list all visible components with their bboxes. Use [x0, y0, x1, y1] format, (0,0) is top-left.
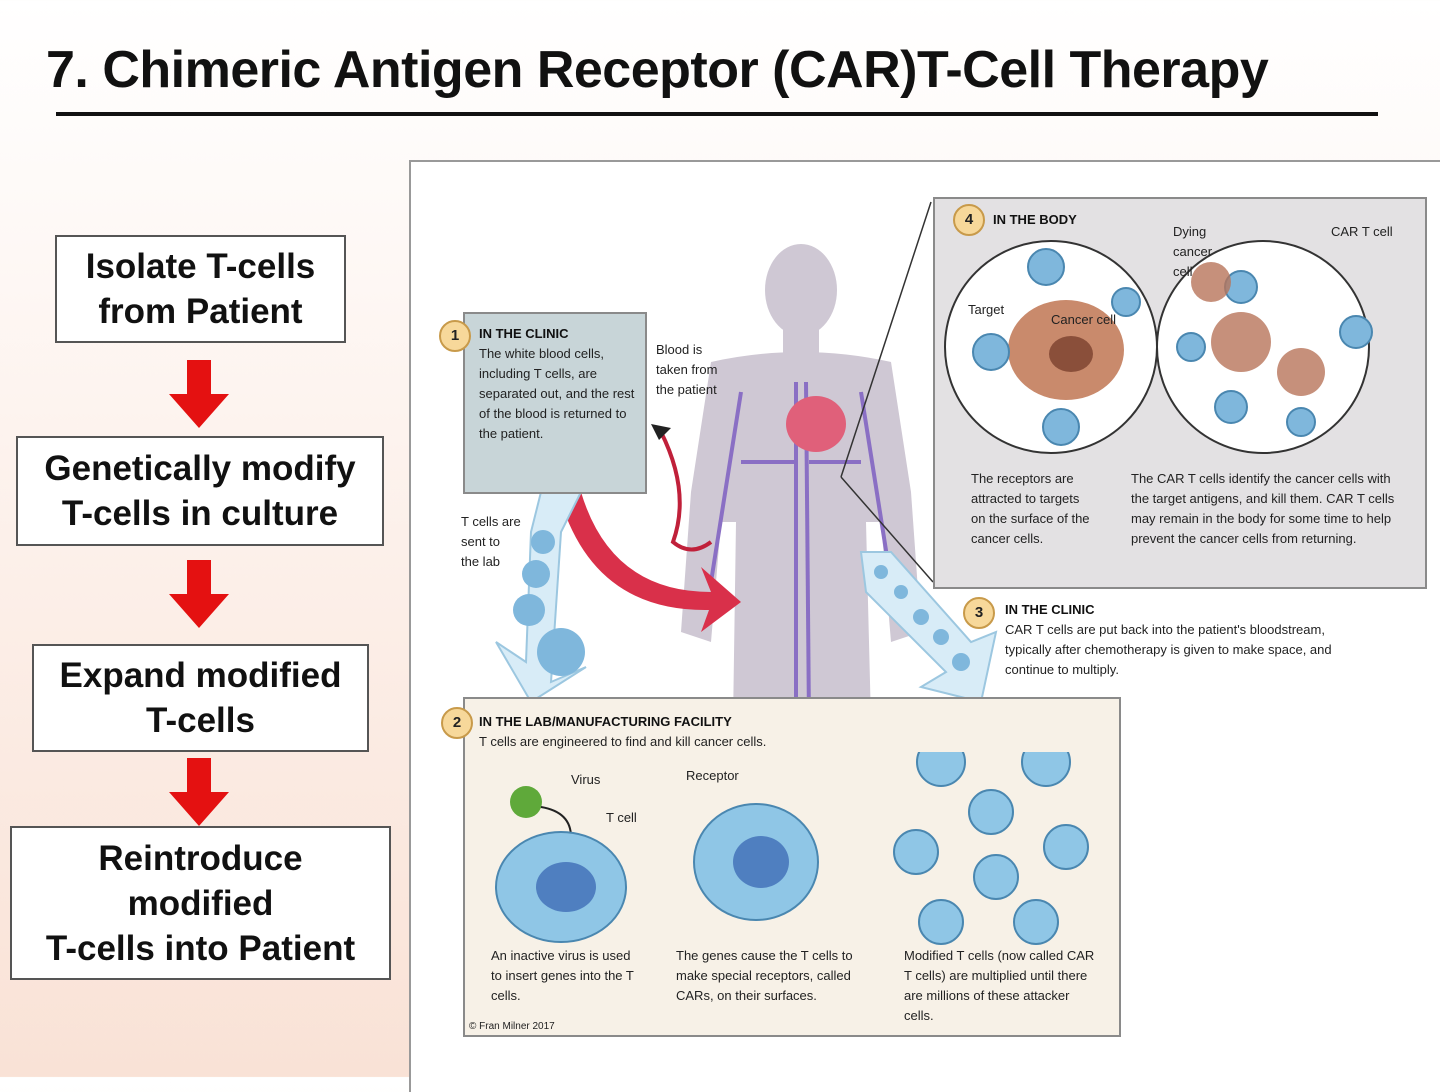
step-isolate-label: Isolate T-cells from Patient: [85, 247, 316, 331]
down-arrow-icon: [169, 560, 229, 628]
lab2-caption-3: Modified T cells (now called CAR T cells…: [904, 948, 1095, 1023]
step-expand: Expand modified T-cells: [32, 644, 369, 752]
step-reintroduce-label: Reintroduce modified T-cells into Patien…: [45, 838, 356, 968]
blood-taken-label: Blood is taken from the patient: [656, 342, 718, 397]
car-t-illustration: Blood 1 IN THE CLINIC The white blood ce…: [409, 160, 1440, 1092]
body4-header: IN THE BODY: [993, 212, 1077, 227]
step-expand-label: Expand modified T-cells: [59, 656, 342, 740]
virus-label: Virus: [571, 772, 601, 787]
lab-cells-illustration: [495, 752, 1089, 945]
receptor-label: Receptor: [686, 768, 739, 783]
step-number-badge: 3: [963, 597, 995, 629]
clinic1-header: IN THE CLINIC: [479, 326, 569, 341]
step-modify-label: Genetically modify T-cells in culture: [44, 449, 356, 533]
svg-text:Blood: Blood: [601, 597, 634, 612]
lab2-caption-1: An inactive virus is used to insert gene…: [491, 948, 634, 1003]
cancer-cell-label: Cancer cell: [1051, 312, 1117, 327]
down-arrow-icon: [169, 758, 229, 826]
down-arrow-icon: [169, 360, 229, 428]
lab2-header: IN THE LAB/MANUFACTURING FACILITY: [479, 714, 732, 729]
step-number-badge: 4: [953, 204, 985, 236]
target-label: Target: [968, 302, 1005, 317]
page-title: 7. Chimeric Antigen Receptor (CAR)T-Cell…: [46, 41, 1269, 99]
cart-cell-label: CAR T cell: [1331, 224, 1393, 239]
tcell-label: T cell: [606, 810, 637, 825]
clinic3-description: CAR T cells are put back into the patien…: [1005, 622, 1332, 677]
lab2-description: T cells are engineered to find and kill …: [479, 734, 767, 749]
body4-caption-2: The CAR T cells identify the cancer cell…: [1131, 471, 1395, 546]
body4-caption-1: The receptors are attracted to targets o…: [971, 471, 1090, 546]
step-number-badge: 2: [441, 707, 473, 739]
lab2-caption-2: The genes cause the T cells to make spec…: [676, 948, 853, 1003]
tcells-sent-label: T cells are sent to the lab: [461, 514, 521, 569]
step-reintroduce: Reintroduce modified T-cells into Patien…: [10, 826, 391, 980]
step-number-badge: 1: [439, 320, 471, 352]
virus-icon: [510, 786, 542, 818]
title-underline: [56, 112, 1378, 116]
copyright-text: © Fran Milner 2017: [469, 1021, 555, 1032]
step-isolate: Isolate T-cells from Patient: [55, 235, 346, 343]
heart-icon: [786, 396, 846, 452]
clinic1-description: The white blood cells, including T cells…: [479, 346, 635, 441]
dying-cancer-label: Dying cancer cell: [1173, 224, 1213, 279]
lab2-text: IN THE LAB/MANUFACTURING FACILITY T cell…: [479, 712, 979, 752]
panel-clinic-1: [463, 312, 647, 494]
clinic3-header: IN THE CLINIC: [1005, 602, 1095, 617]
cancer-cell-views: [944, 240, 1373, 454]
clinic1-text: IN THE CLINIC The white blood cells, inc…: [479, 324, 643, 444]
step-modify: Genetically modify T-cells in culture: [16, 436, 384, 546]
clinic3-text: IN THE CLINIC CAR T cells are put back i…: [1005, 600, 1355, 680]
